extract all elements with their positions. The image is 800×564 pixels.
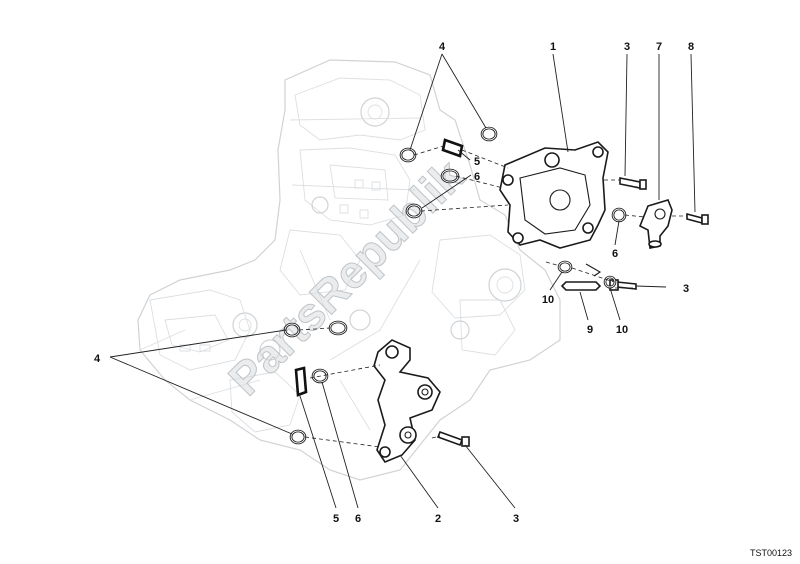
- engine-block-ghost: [137, 59, 561, 481]
- o-ring-6-right: [611, 207, 627, 223]
- callout-1: 1: [550, 41, 556, 53]
- o-ring-6-top-a: [440, 168, 460, 184]
- o-ring-5-top: [441, 138, 464, 158]
- callout-4-top: 4: [439, 41, 446, 53]
- part-2-bracket: [373, 339, 441, 463]
- part-9-clip: [560, 263, 602, 291]
- callout-6-right: 6: [612, 248, 618, 260]
- washer-10-left: [557, 260, 573, 274]
- callout-7: 7: [656, 41, 662, 53]
- part-1-cover: [499, 141, 609, 249]
- o-ring-5-left: [294, 366, 308, 397]
- callout-10-left: 10: [542, 294, 554, 306]
- o-ring-4-left-b: [328, 320, 348, 336]
- drawing-code: TST00123: [750, 548, 792, 558]
- callout-10-right: 10: [616, 324, 628, 336]
- o-ring-4-top-a: [399, 147, 417, 163]
- bolt-3-upper: [619, 177, 647, 190]
- callout-5-top: 5: [474, 156, 480, 168]
- o-ring-4-left-c: [289, 429, 307, 445]
- callout-8: 8: [688, 41, 694, 53]
- leader-lines: [109, 53, 696, 509]
- callout-6-top: 6: [474, 171, 480, 183]
- callout-5-bottom: 5: [333, 513, 339, 525]
- callout-labels: 4 1 3 7 8 5 6 6 10 3 9 10 4 5 6 2 3: [94, 41, 694, 525]
- bolt-8: [686, 212, 709, 225]
- o-ring-6-left: [311, 368, 329, 384]
- bolt-3-lower: [436, 430, 470, 447]
- washer-10-right: [603, 275, 617, 289]
- callout-3-top: 3: [624, 41, 630, 53]
- callout-6-bottom: 6: [355, 513, 361, 525]
- callout-9: 9: [587, 324, 593, 336]
- callout-4-left: 4: [94, 353, 101, 365]
- callout-2: 2: [435, 513, 441, 525]
- callout-3-bottom: 3: [513, 513, 519, 525]
- watermark: PartsRepublik: [218, 149, 474, 405]
- o-ring-4-top-b: [480, 126, 498, 142]
- part-7-elbow-fitting: [638, 199, 673, 249]
- callout-3-middle: 3: [683, 283, 689, 295]
- assembly-dashed-lines: [298, 144, 687, 448]
